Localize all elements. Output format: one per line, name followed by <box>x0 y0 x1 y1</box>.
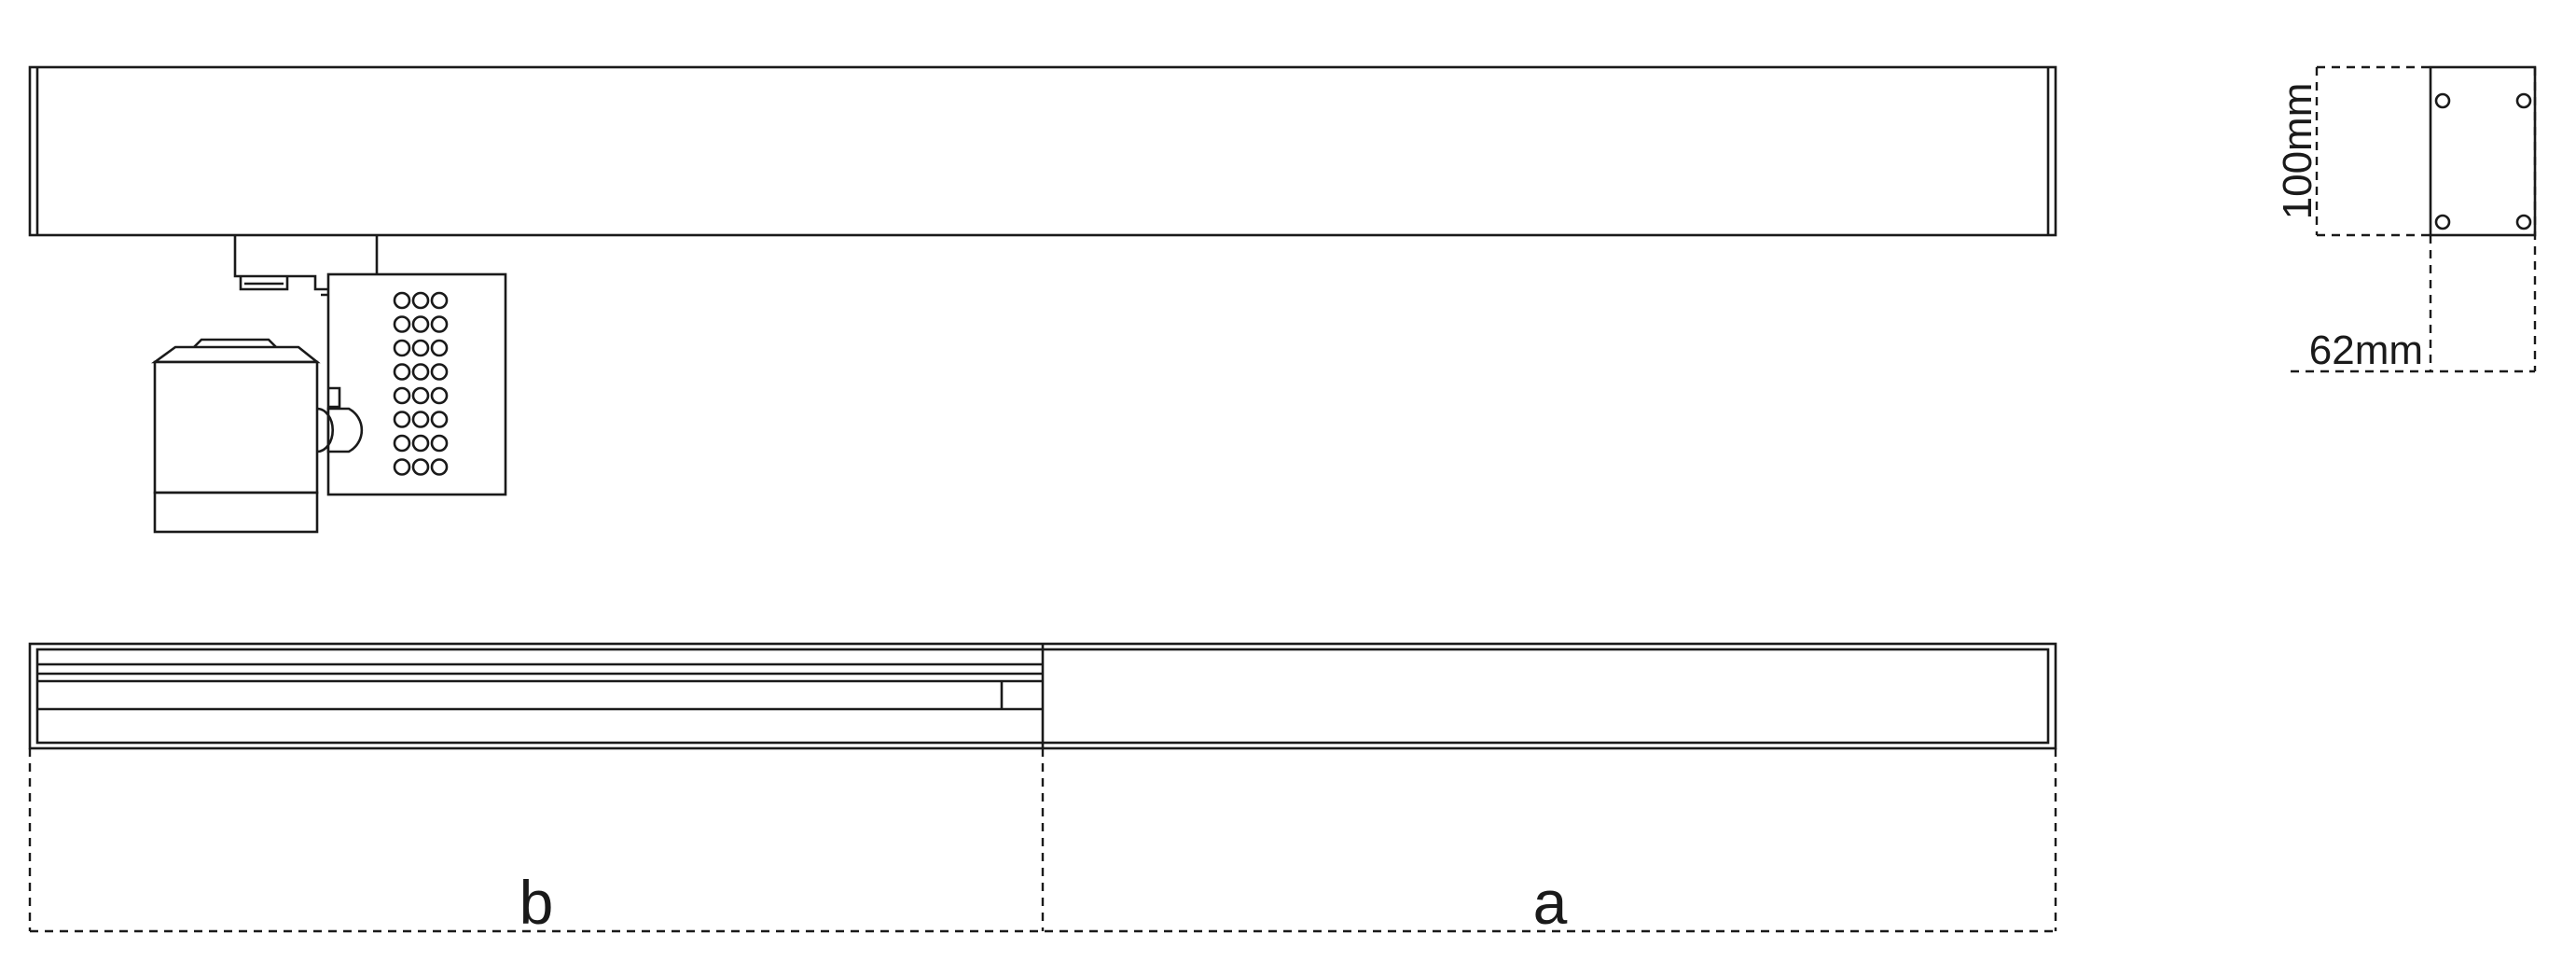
spotlight-fixture <box>151 235 507 534</box>
profile-outline <box>2429 65 2537 237</box>
vent-hole <box>411 434 430 453</box>
vent-hole <box>411 315 430 333</box>
length-dimensions: b a <box>28 748 2057 937</box>
lamp-head-lens-ring <box>153 491 319 534</box>
vent-hole <box>430 458 449 476</box>
ventilation-holes <box>393 291 449 476</box>
vent-hole <box>411 411 430 428</box>
vent-hole <box>393 411 411 428</box>
vent-hole <box>393 339 411 357</box>
mounting-hole-bottom-left <box>2434 214 2451 230</box>
lamp-head-top <box>151 345 321 364</box>
section-a-label: a <box>1533 868 1568 937</box>
vent-hole <box>411 386 430 405</box>
mounting-hole-top-left <box>2434 92 2451 109</box>
vent-hole <box>430 291 449 310</box>
vent-hole <box>430 434 449 453</box>
vent-hole <box>430 339 449 357</box>
lamp-head-cap <box>193 338 277 348</box>
vent-hole <box>430 315 449 333</box>
vent-hole <box>411 339 430 357</box>
track-rail-front-view <box>28 65 2057 237</box>
vent-hole <box>393 363 411 381</box>
driver-box-step <box>328 386 341 409</box>
pivot-joint-inner <box>316 407 334 453</box>
adapter-clip <box>239 276 289 291</box>
width-dimension-label: 62mm <box>2309 328 2423 373</box>
track-rail-side-view <box>28 642 2057 750</box>
pivot-joint <box>326 407 364 453</box>
vent-hole <box>430 411 449 428</box>
rail-cross-section: 100mm 62mm <box>2275 65 2537 373</box>
vent-hole <box>411 291 430 310</box>
driver-box <box>326 272 507 496</box>
mounting-hole-bottom-right <box>2515 214 2532 230</box>
vent-hole <box>411 363 430 381</box>
vent-hole <box>393 434 411 453</box>
vent-hole <box>411 458 430 476</box>
vent-hole <box>393 458 411 476</box>
track-rail-body <box>28 65 2057 237</box>
height-dimension-label: 100mm <box>2275 83 2320 220</box>
vent-hole <box>393 291 411 310</box>
vent-hole <box>393 315 411 333</box>
section-b-label: b <box>519 868 554 937</box>
vent-hole <box>430 363 449 381</box>
lamp-head-body <box>153 360 319 495</box>
vent-hole <box>430 386 449 405</box>
mounting-hole-top-right <box>2515 92 2532 109</box>
vent-hole <box>393 386 411 405</box>
